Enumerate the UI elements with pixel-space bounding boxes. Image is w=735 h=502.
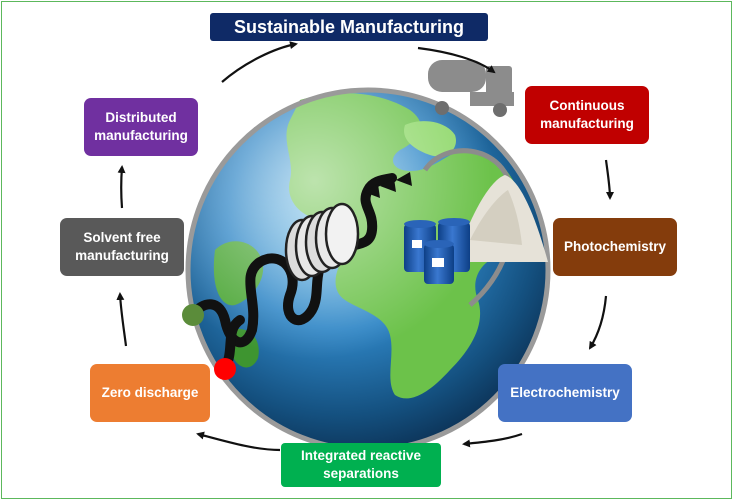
diagram-title: Sustainable Manufacturing bbox=[210, 13, 488, 41]
powder-pile-icon bbox=[455, 175, 548, 262]
arrow-zero-to-solvent bbox=[116, 292, 128, 347]
earth-globe bbox=[185, 87, 551, 453]
step-electrochemistry: Electrochemistry bbox=[498, 364, 632, 422]
chemical-barrels-icon bbox=[404, 218, 470, 284]
step-photochemistry: Photochemistry bbox=[553, 218, 677, 276]
arrow-distributed-to-title bbox=[221, 41, 298, 83]
arrow-continuous-to-photochemistry bbox=[604, 159, 614, 200]
inlet-dot bbox=[182, 304, 204, 326]
step-zero-discharge: Zero discharge bbox=[90, 364, 210, 422]
arrow-electrochemistry-to-separations bbox=[462, 432, 523, 448]
arrow-title-to-continuous bbox=[417, 46, 496, 74]
coil-reactor-icon bbox=[284, 202, 360, 282]
step-integrated-reactive-separations: Integrated reactive separations bbox=[281, 443, 441, 487]
step-distributed-manufacturing: Distributed manufacturing bbox=[84, 98, 198, 156]
step-continuous-manufacturing: Continuous manufacturing bbox=[525, 86, 649, 144]
cycle-arrows bbox=[116, 41, 614, 452]
tanker-truck-icon bbox=[428, 60, 514, 117]
outlet-dot bbox=[214, 358, 236, 380]
step-solvent-free-manufacturing: Solvent free manufacturing bbox=[60, 218, 184, 276]
arrow-photochemistry-to-electrochemistry bbox=[588, 295, 608, 350]
flow-direction-arrows bbox=[364, 172, 412, 198]
arrow-separations-to-zero bbox=[196, 431, 281, 452]
arrow-solvent-to-distributed bbox=[117, 165, 126, 209]
